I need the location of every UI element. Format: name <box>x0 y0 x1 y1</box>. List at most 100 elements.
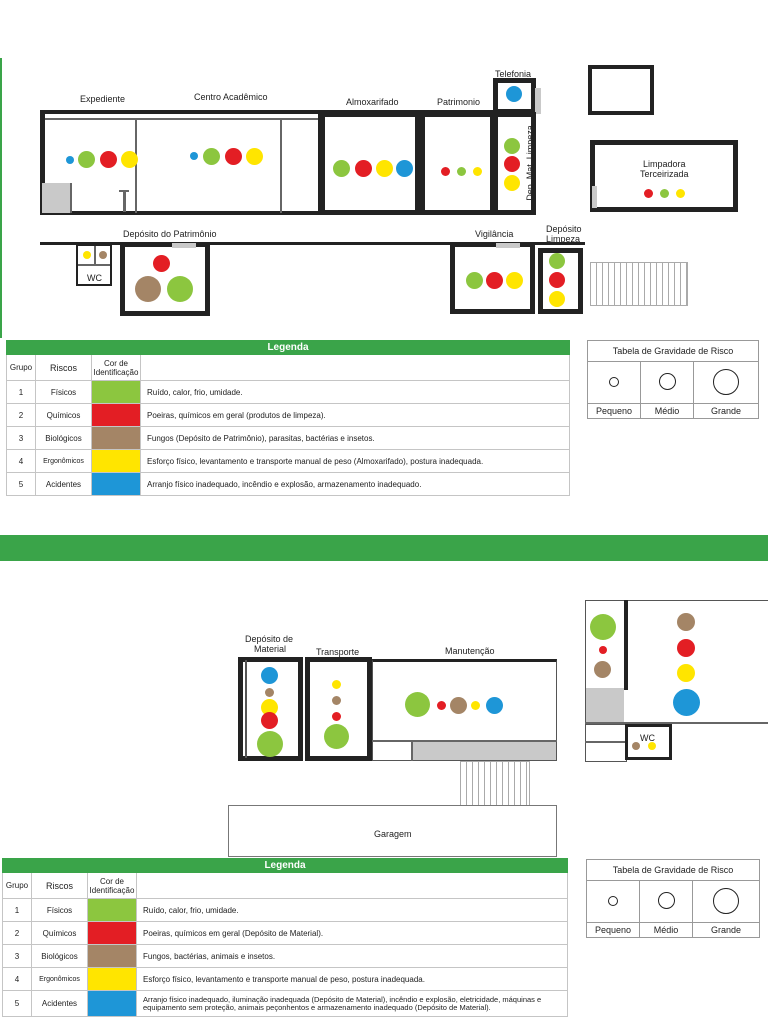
room-label-wc: WC <box>87 273 102 283</box>
room-limpadora <box>590 140 738 212</box>
stairs <box>590 262 688 306</box>
gravity-small-icon <box>587 361 641 404</box>
gravity-medium-label: Médio <box>639 922 693 938</box>
legend-swatch-red <box>91 403 141 427</box>
wall <box>78 264 110 266</box>
legend-desc: Fungos (Depósito de Patrimônio), parasit… <box>140 426 570 450</box>
risk-yellow <box>332 680 341 689</box>
legend-swatch-brown <box>91 426 141 450</box>
wall <box>40 110 45 215</box>
legend-swatch-yellow <box>91 449 141 473</box>
stairs <box>460 761 530 807</box>
legend-risco: Físicos <box>31 898 88 922</box>
room-label-manutencao: Manutenção <box>445 646 495 656</box>
room-small <box>585 724 627 762</box>
room-label-centro-academico: Centro Acadêmico <box>194 92 268 102</box>
risk-brown <box>677 613 695 631</box>
legend-swatch-blue <box>87 990 137 1017</box>
legend-swatch-green <box>87 898 137 922</box>
risk-green <box>457 167 466 176</box>
risk-green <box>590 614 616 640</box>
risk-yellow <box>83 251 91 259</box>
risk-green <box>203 148 220 165</box>
room-label-deposito-patrimonio: Depósito do Patrimônio <box>123 229 217 239</box>
column <box>123 190 126 212</box>
risk-yellow <box>677 664 695 682</box>
risk-blue <box>673 689 700 716</box>
legend-risco: Físicos <box>35 380 92 404</box>
room-label-telefonia: Telefonia <box>495 69 532 79</box>
gravity-small-label: Pequeno <box>587 403 641 419</box>
legend-grupo: 1 <box>6 380 36 404</box>
risk-yellow <box>121 151 138 168</box>
room-label-deposito-material-2: Material <box>254 644 287 654</box>
wall <box>624 600 628 690</box>
legend-risco: Acidentes <box>35 472 92 496</box>
risk-green <box>549 253 565 269</box>
legend-risco: Biológicos <box>31 944 88 968</box>
legend-desc: Esforço físico, levantamento e transport… <box>140 449 570 473</box>
wall <box>411 740 413 761</box>
legend-grupo: 5 <box>6 472 36 496</box>
risk-yellow <box>261 699 278 716</box>
gravity-title: Tabela de Gravidade de Risco <box>587 340 759 362</box>
risk-red <box>644 189 653 198</box>
legend-risco: Químicos <box>35 403 92 427</box>
room-label-transporte: Transporte <box>316 647 360 657</box>
risk-yellow <box>506 272 523 289</box>
legend-swatch-green <box>91 380 141 404</box>
legend-grupo: 4 <box>2 967 32 991</box>
gravity-medium-icon <box>640 361 694 404</box>
gravity-large-icon <box>692 880 760 923</box>
risk-brown <box>99 251 107 259</box>
risk-green <box>504 138 520 154</box>
gravity-large-icon <box>693 361 759 404</box>
legend-grupo: 2 <box>2 921 32 945</box>
room-outline-gap <box>594 80 602 105</box>
legend-risco: Químicos <box>31 921 88 945</box>
risk-red <box>437 701 446 710</box>
room-label-expediente: Expediente <box>80 94 126 104</box>
corridor-wall <box>40 242 585 245</box>
risk-green <box>257 731 283 757</box>
legend-desc: Poeiras, químicos em geral (produtos de … <box>140 403 570 427</box>
risk-green <box>405 692 430 717</box>
legend-swatch-brown <box>87 944 137 968</box>
legend-grupo: 3 <box>2 944 32 968</box>
legend-desc: Arranjo físico inadequado, incêndio e ex… <box>140 472 570 496</box>
risk-red <box>355 160 372 177</box>
risk-red <box>261 712 278 729</box>
risk-brown <box>332 696 341 705</box>
risk-green <box>660 189 669 198</box>
legend-risco: Ergonômicos <box>31 967 88 991</box>
wall <box>94 246 96 264</box>
header-cor-1: Cor de <box>99 876 124 886</box>
door <box>586 688 624 722</box>
legend-desc: Esforço físico, levantamento e transport… <box>136 967 568 991</box>
header-desc <box>140 354 570 381</box>
wall <box>585 722 768 724</box>
legend-swatch-blue <box>91 472 141 496</box>
gravity-small-label: Pequeno <box>586 922 640 938</box>
gravity-large-label: Grande <box>692 922 760 938</box>
wall <box>135 118 137 213</box>
risk-yellow <box>504 175 520 191</box>
risk-green <box>324 724 349 749</box>
room-patrimonio <box>420 112 495 215</box>
wall <box>585 741 627 743</box>
risk-red <box>441 167 450 176</box>
door <box>42 183 70 213</box>
section-divider-band <box>0 535 768 561</box>
risk-red <box>677 639 695 657</box>
risk-blue <box>396 160 413 177</box>
risk-yellow <box>676 189 685 198</box>
header-cor-1: Cor de <box>103 358 128 368</box>
risk-blue <box>486 697 503 714</box>
risk-red <box>486 272 503 289</box>
risk-blue <box>190 152 198 160</box>
door <box>172 243 196 248</box>
legend-desc: Ruído, calor, frio, umidade. <box>140 380 570 404</box>
room-label-vigilancia: Vigilância <box>475 229 514 239</box>
risk-blue <box>506 86 522 102</box>
